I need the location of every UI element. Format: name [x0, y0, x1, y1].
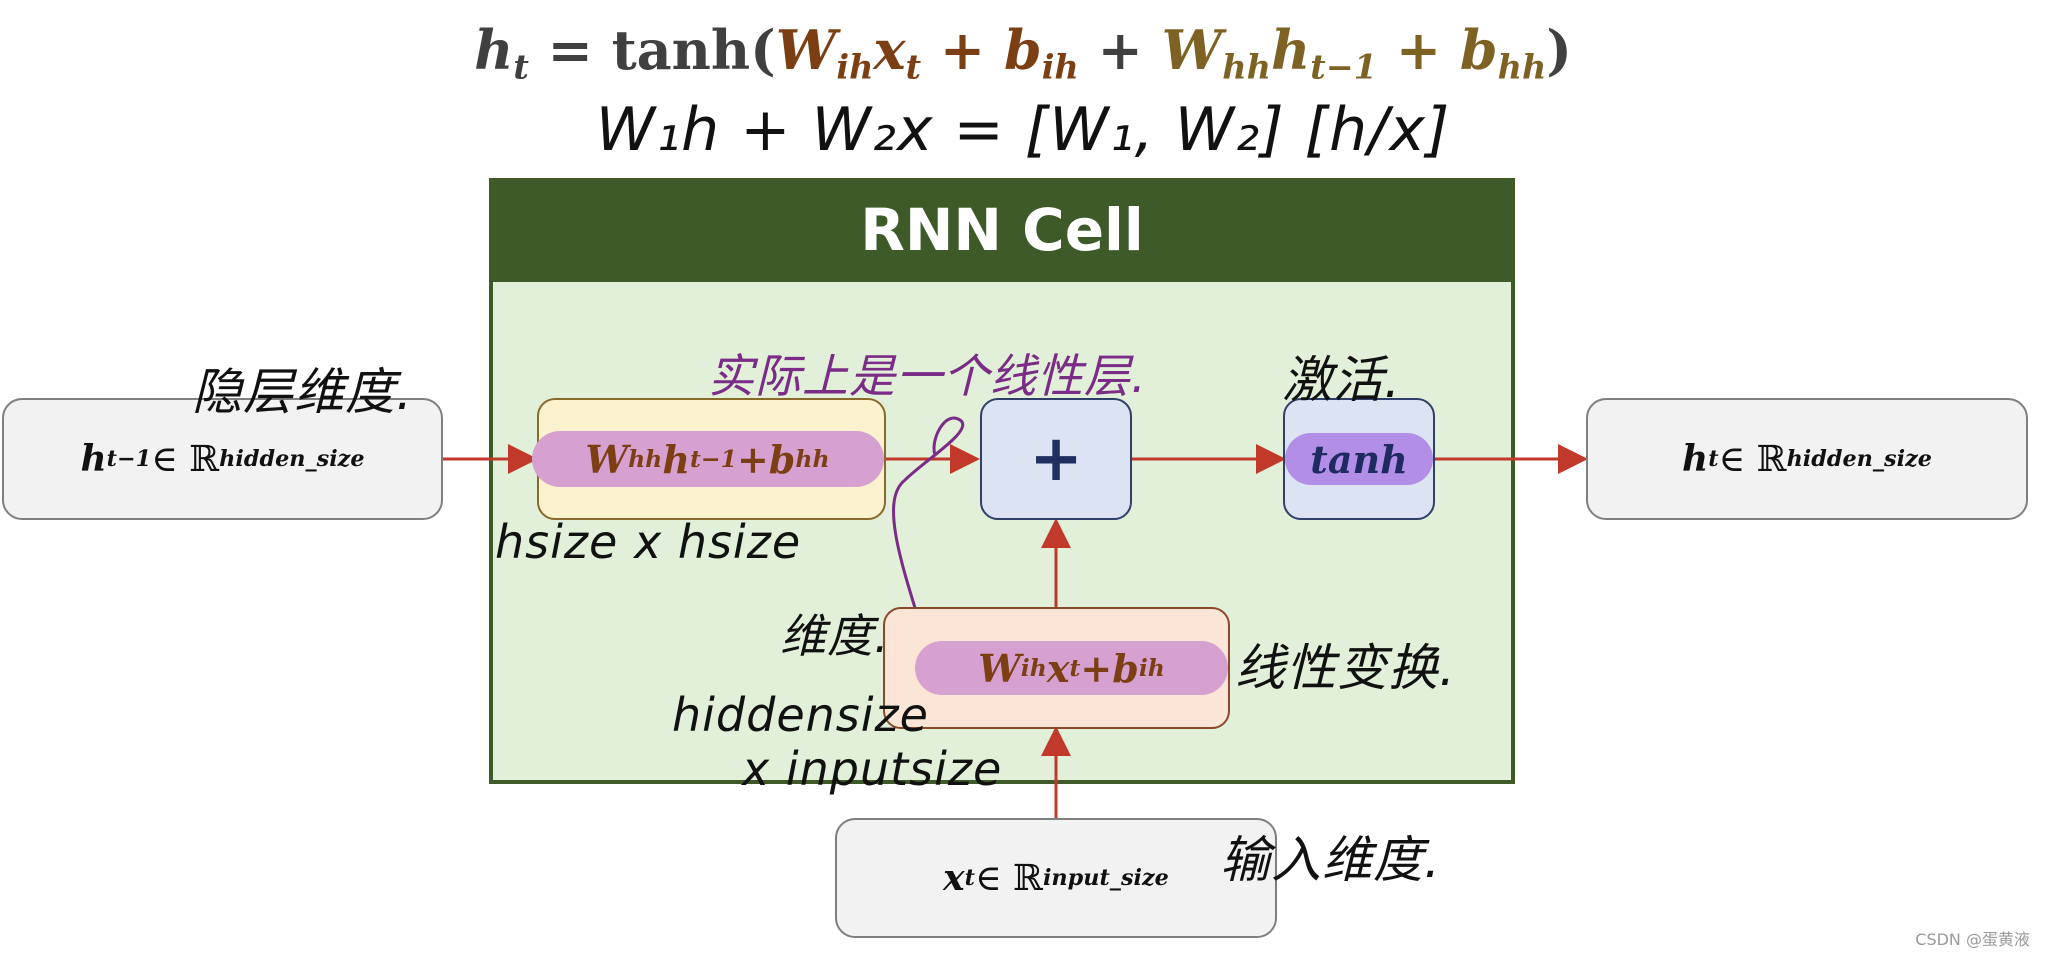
rnn-formula: ht = tanh(Wihxt + bih + Whhht−1 + bhh)	[474, 18, 1572, 87]
note-linear-layer: 实际上是一个线性层.	[708, 349, 1147, 403]
note-dim: 维度.	[780, 609, 890, 663]
formula-whh-term: Whhht−1 + bhh	[1161, 18, 1547, 87]
rnn-cell-title: RNN Cell	[489, 178, 1515, 282]
note-input-dim: 输入维度.	[1220, 831, 1441, 889]
handwritten-matrix-note: W₁h + W₂x = [W₁, W₂] [h/x]	[595, 95, 1451, 165]
note-linear-transform: 线性变换.	[1235, 639, 1456, 697]
formula-wih-term: Wihxt + bih	[775, 18, 1079, 87]
tanh-pill: tanh	[1285, 433, 1433, 485]
plus-symbol: +	[1029, 422, 1083, 496]
note-activation: 激活.	[1282, 351, 1401, 409]
note-hiddensize: hiddensize	[672, 688, 929, 742]
plus-op-box: +	[980, 398, 1132, 520]
formula-lhs: ht	[474, 18, 529, 87]
formula-tanh: = tanh(	[528, 18, 776, 82]
note-inputsize: x inputsize	[742, 742, 1003, 796]
handwritten-curve	[892, 416, 965, 641]
watermark: CSDN @蛋黄液	[1915, 930, 2030, 949]
tanh-op-box: tanh	[1283, 398, 1435, 520]
note-hidden-dim: 隐层维度.	[192, 363, 413, 421]
note-hsize: hsize x hsize	[495, 515, 802, 569]
